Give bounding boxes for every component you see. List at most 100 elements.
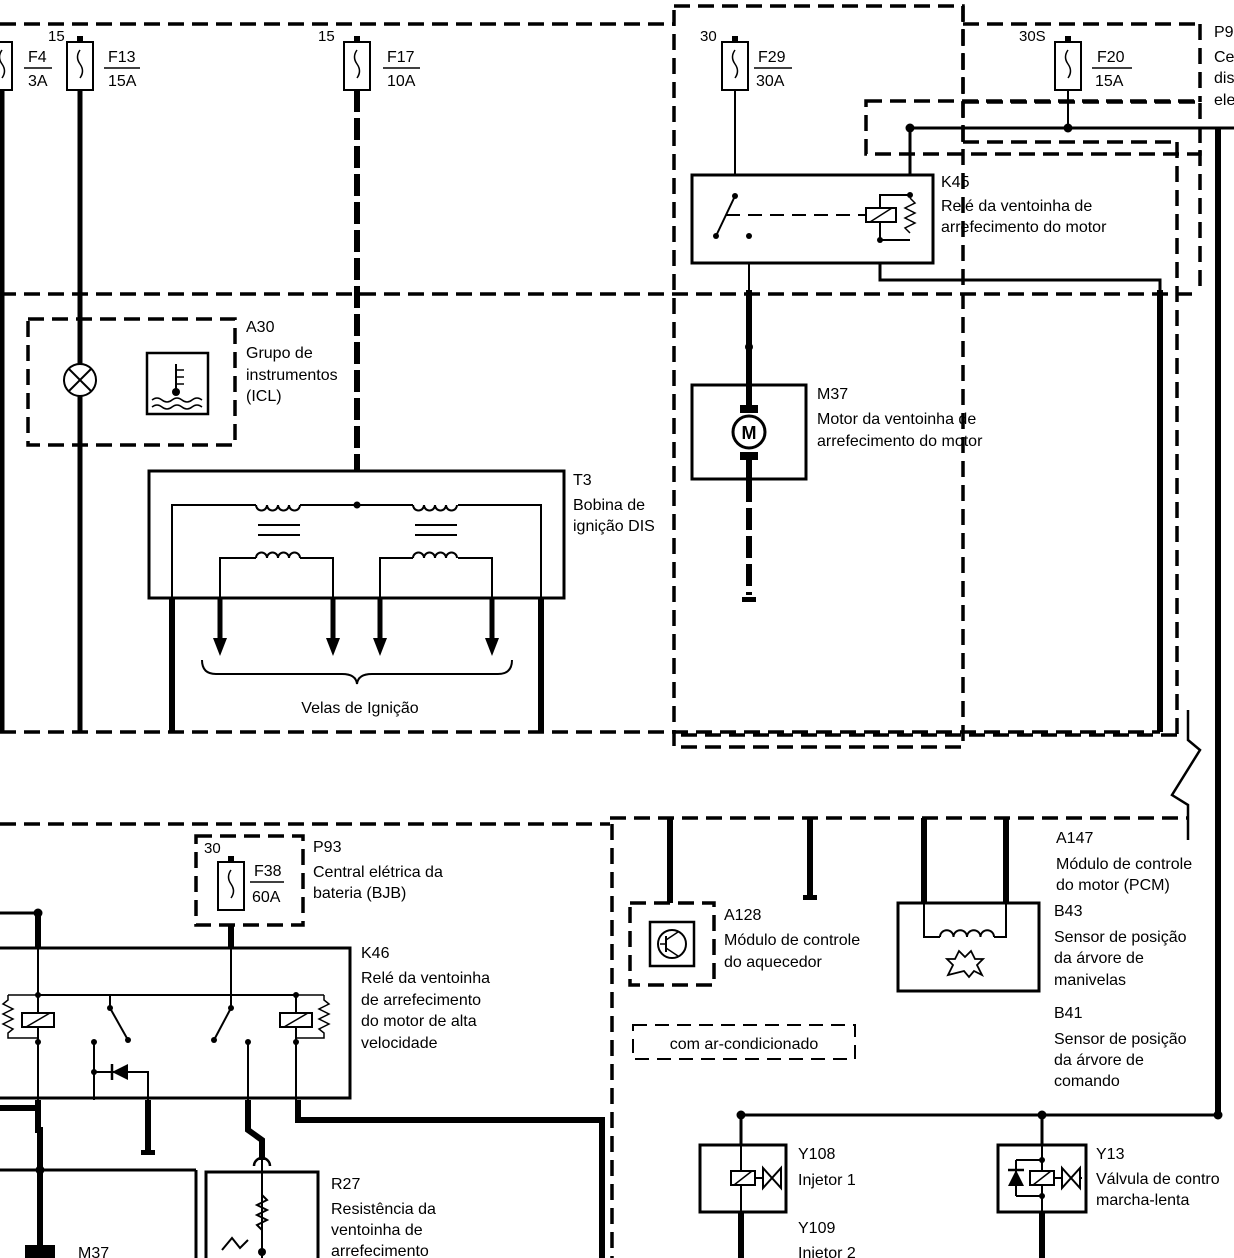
fuse-f4: F4 3A <box>0 41 52 91</box>
fuse-f13-terminal: 15 <box>48 28 65 45</box>
junction-dot <box>35 1165 45 1175</box>
a30-instrument-cluster: A30 Grupo de instrumentos (ICL) <box>63 319 338 416</box>
fuse-f13-rating: 15A <box>108 73 137 90</box>
y108-code: Y108 <box>798 1146 835 1163</box>
b41-line3: comando <box>1054 1073 1120 1090</box>
p93-line2: bateria (BJB) <box>313 885 406 902</box>
fuse-f20: 30S F20 15A <box>1019 28 1132 91</box>
k46-line2: de arrefecimento <box>361 992 481 1009</box>
y13-line1: Válvula de contro <box>1096 1171 1220 1188</box>
p9-line1: Ce <box>1214 49 1234 66</box>
a128-heater-module: A128 Módulo de controle do aquecedor <box>648 907 860 971</box>
k46-code: K46 <box>361 945 390 962</box>
junction-dot <box>1213 1110 1223 1120</box>
k45-relay: K45 Relé da ventoinha de arrefecimento d… <box>690 173 1107 265</box>
t3-code: T3 <box>573 472 592 489</box>
m37-motor-symbol: M <box>742 423 757 443</box>
b41-label: B41 Sensor de posição da árvore de coman… <box>1054 1005 1187 1090</box>
a30-line1: Grupo de <box>246 345 313 362</box>
y13-code: Y13 <box>1096 1146 1125 1163</box>
b43-line2: da árvore de <box>1054 950 1144 967</box>
p9-code: P9 <box>1214 24 1234 41</box>
b41-line1: Sensor de posição <box>1054 1031 1187 1048</box>
dashed-boundaries <box>0 4 1202 1258</box>
fuse-f17: 15 F17 10A <box>318 28 420 91</box>
y108-line1: Injetor 1 <box>798 1172 856 1189</box>
p9-line3: ele <box>1214 92 1234 109</box>
y13-line2: marcha-lenta <box>1096 1192 1189 1209</box>
ac-note-box <box>632 1024 856 1060</box>
fuse-f29-id: F29 <box>758 49 786 66</box>
r27-resistor: R27 Resistência da ventoinha de arrefeci… <box>221 1160 436 1258</box>
junction-dot <box>1037 1110 1047 1120</box>
fuse-f4-id: F4 <box>28 49 47 66</box>
p93-line1: Central elétrica da <box>313 864 443 881</box>
p9-line2: dis <box>1214 70 1234 87</box>
t3-line1: Bobina de <box>573 497 645 514</box>
p9-label: P9 Ce dis ele <box>1214 24 1234 109</box>
fuse-f17-id: F17 <box>387 49 415 66</box>
b41-code: B41 <box>1054 1005 1083 1022</box>
r27-line3: arrefecimento <box>331 1243 429 1258</box>
fuse-f17-terminal: 15 <box>318 28 335 45</box>
fuse-f17-rating: 10A <box>387 73 416 90</box>
fuse-f13-id: F13 <box>108 49 136 66</box>
k46-line1: Relé da ventoinha <box>361 970 490 987</box>
junction-dot <box>736 1110 746 1120</box>
k45-code: K45 <box>941 174 970 191</box>
y109-code: Y109 <box>798 1220 835 1237</box>
fuse-f20-rating: 15A <box>1095 73 1124 90</box>
r27-line2: ventoinha de <box>331 1222 423 1239</box>
a147-code: A147 <box>1056 830 1093 847</box>
k46-line4: velocidade <box>361 1035 438 1052</box>
m37-bottom-code: M37 <box>78 1245 109 1258</box>
connector-symbol <box>252 1156 272 1167</box>
fuse-f13: 15 F13 15A <box>48 28 140 91</box>
m37-code: M37 <box>817 386 848 403</box>
y109-injector-2: Y109 Injetor 2 <box>798 1220 856 1258</box>
a30-line2: instrumentos <box>246 367 338 384</box>
k46-line3: do motor de alta <box>361 1013 477 1030</box>
p93-label: P93 Central elétrica da bateria (BJB) <box>313 839 443 902</box>
b43-line1: Sensor de posição <box>1054 929 1187 946</box>
fuse-f29: 30 F29 30A <box>700 28 792 91</box>
y13-idle-valve: Y13 Válvula de contro marcha-lenta <box>996 1143 1220 1214</box>
fuse-f29-rating: 30A <box>756 73 785 90</box>
k46-relay: K46 Relé da ventoinha de arrefecimento d… <box>0 908 490 1100</box>
fuse-f38-terminal: 30 <box>204 840 221 857</box>
fuse-f4-rating: 3A <box>28 73 48 90</box>
p93-code: P93 <box>313 839 342 856</box>
r27-code: R27 <box>331 1176 360 1193</box>
a30-code: A30 <box>246 319 275 336</box>
fuse-f38: 30 F38 60A <box>204 840 284 911</box>
r27-line1: Resistência da <box>331 1201 436 1218</box>
fuse-f20-id: F20 <box>1097 49 1125 66</box>
a30-line3: (ICL) <box>246 388 282 405</box>
b43-crank-sensor <box>896 901 1041 993</box>
spark-plugs-label: Velas de Ignição <box>301 700 419 717</box>
b43-line3: manivelas <box>1054 972 1126 989</box>
b43-code: B43 <box>1054 903 1083 920</box>
fuse-f38-rating: 60A <box>252 889 281 906</box>
a128-line1: Módulo de controle <box>724 932 860 949</box>
b41-line2: da árvore de <box>1054 1052 1144 1069</box>
m37-line1: Motor da ventoinha de <box>817 411 976 428</box>
fuse-f29-terminal: 30 <box>700 28 717 45</box>
y108-injector-1: Y108 Injetor 1 <box>698 1143 856 1214</box>
a128-code: A128 <box>724 907 761 924</box>
a147-line2: do motor (PCM) <box>1056 877 1170 894</box>
junction-dot <box>905 123 915 133</box>
ground-symbol <box>803 895 817 900</box>
m37-fan-motor: M M37 Motor da ventoinha de arrefeciment… <box>690 343 983 602</box>
a128-line2: do aquecedor <box>724 954 823 971</box>
m37-bottom: M37 <box>25 1245 109 1258</box>
t3-line2: ignição DIS <box>573 518 655 535</box>
k45-line2: arrefecimento do motor <box>941 219 1107 236</box>
fuse-f38-id: F38 <box>254 863 282 880</box>
t3-ignition-coil: T3 Bobina de ignição DIS Velas de Igniçã… <box>147 469 655 732</box>
ground-symbol <box>141 1150 155 1155</box>
b43-label: B43 Sensor de posição da árvore de maniv… <box>1054 903 1187 989</box>
a147-pcm-label: A147 Módulo de controle do motor (PCM) <box>1056 830 1192 894</box>
junction-dot <box>1063 123 1073 133</box>
